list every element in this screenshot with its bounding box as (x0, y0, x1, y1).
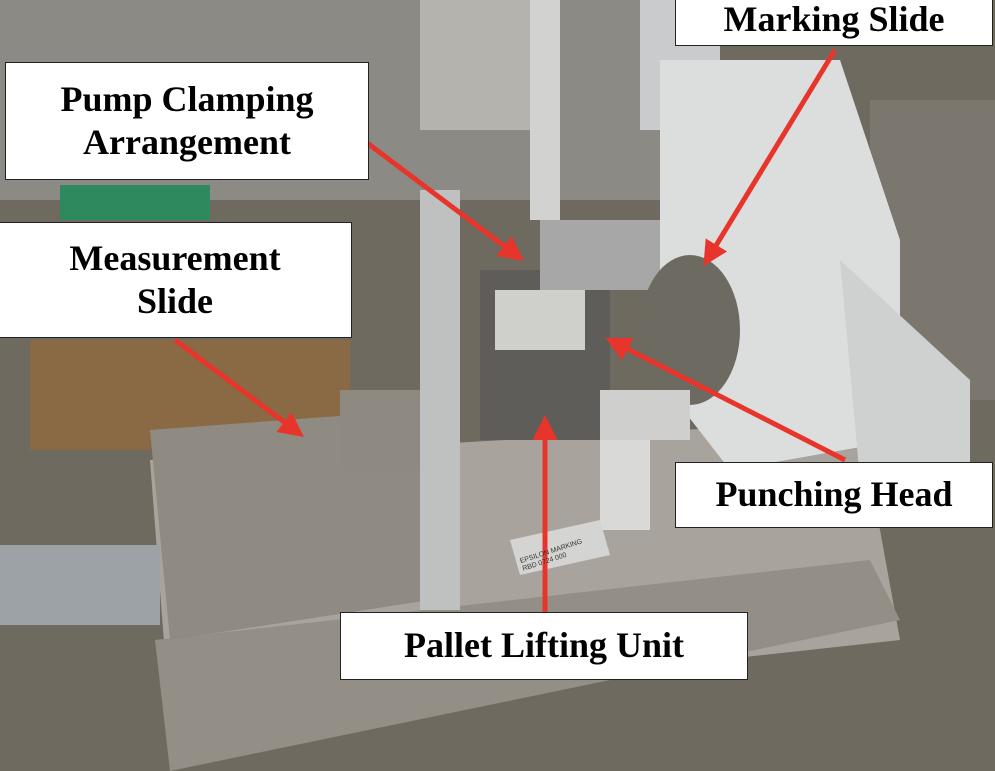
label-pump-clamping-line1: Pump Clamping (60, 78, 314, 119)
label-pump-clamping-line2: Arrangement (83, 122, 291, 162)
label-pallet-lifting-unit: Pallet Lifting Unit (340, 612, 748, 680)
label-measurement-line2: Slide (136, 281, 214, 321)
arrow-punching-head (605, 337, 847, 463)
arrow-measurement-slide (173, 338, 304, 438)
label-marking-slide: Marking Slide (675, 0, 993, 46)
label-measurement-slide: Measurement Slide (0, 222, 352, 338)
label-measurement-line1: Measurement (69, 237, 281, 278)
label-pump-clamping: Pump Clamping Arrangement (5, 62, 369, 180)
arrow-marking-slide (703, 48, 838, 267)
label-punching-head: Punching Head (675, 462, 993, 528)
